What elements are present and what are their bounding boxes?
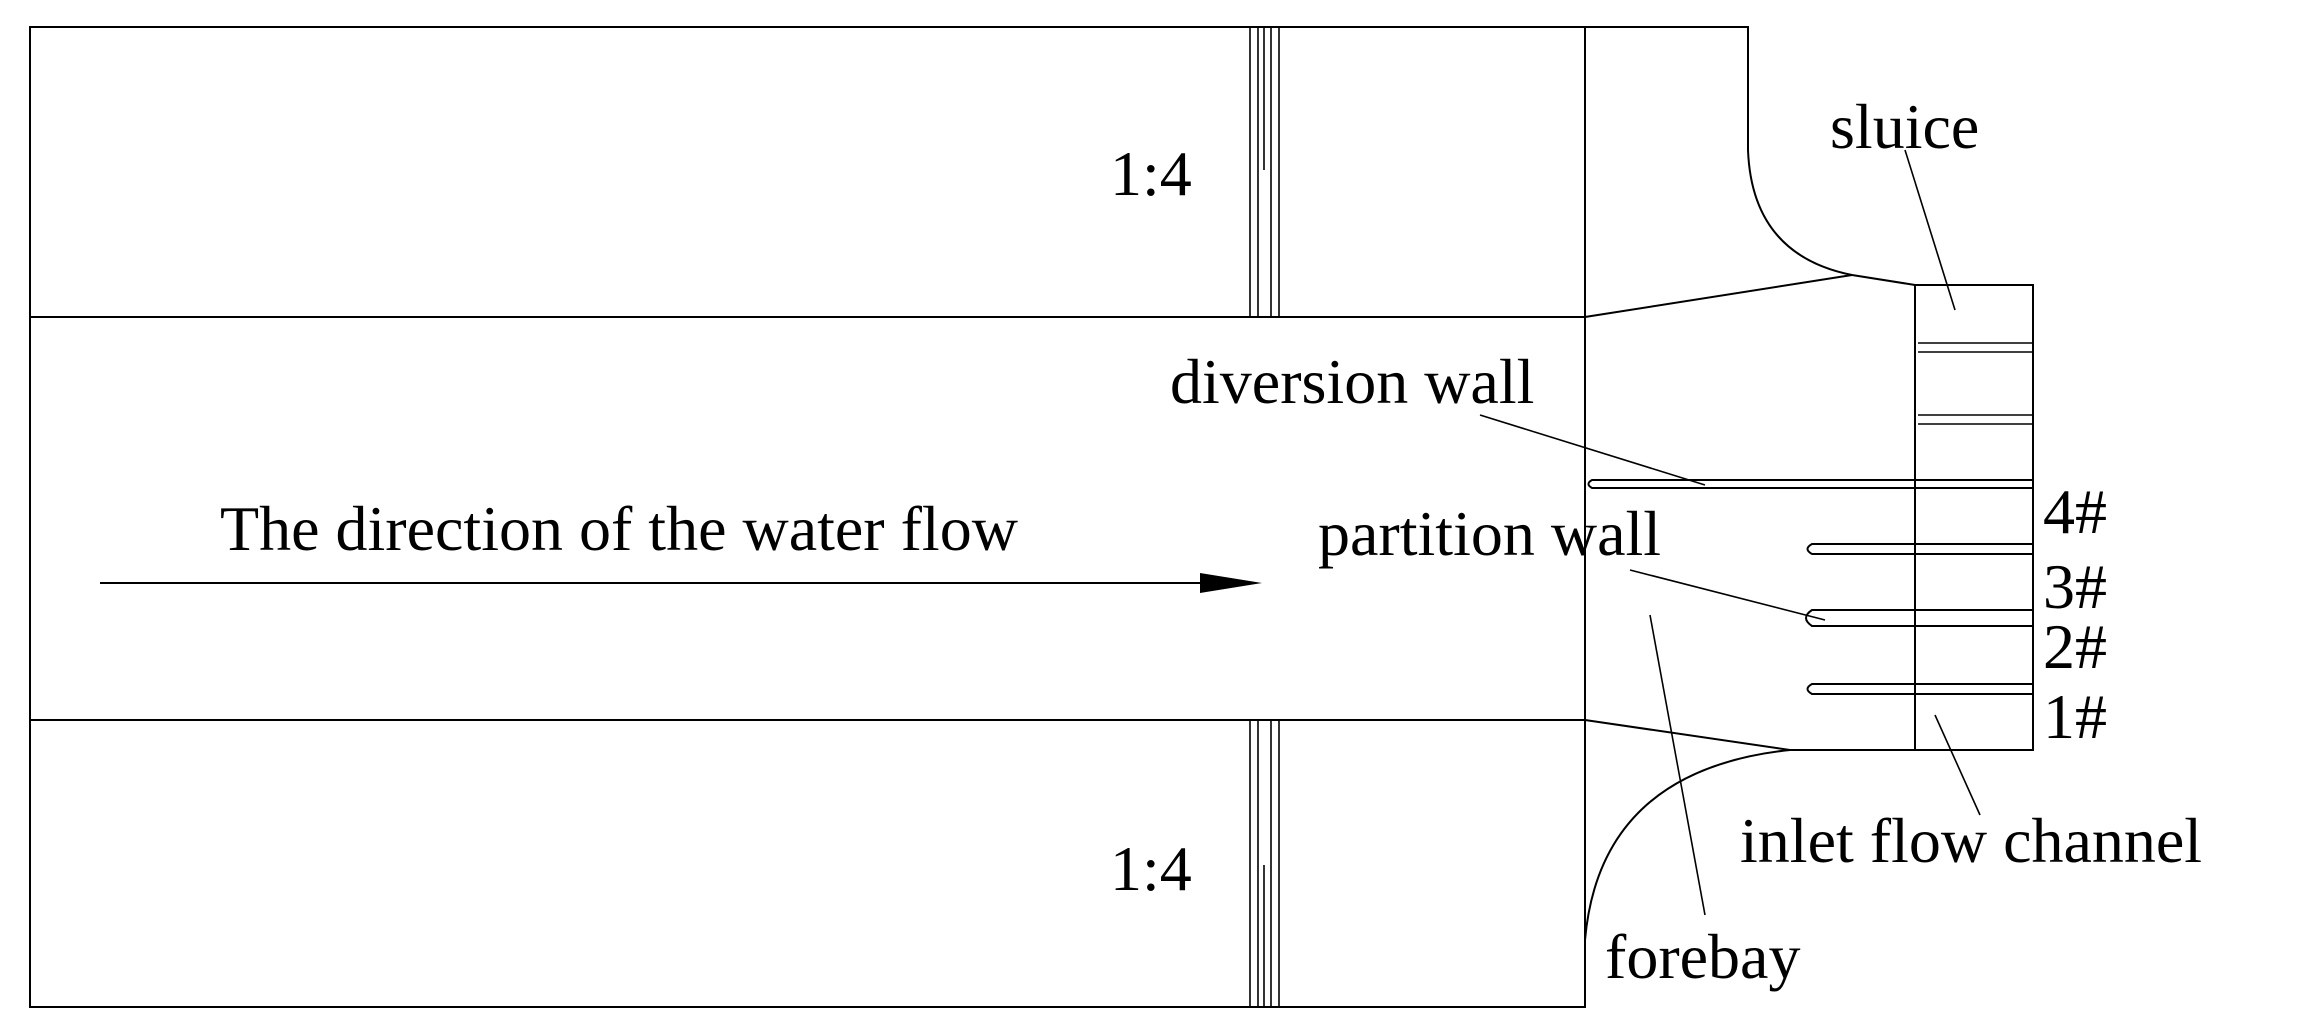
partition-wall-middle <box>1805 609 2033 627</box>
channel-3-label: 3# <box>2043 551 2107 622</box>
channel-1-label: 1# <box>2043 681 2107 752</box>
sluice-label: sluice <box>1830 91 1979 162</box>
channel-4-label: 4# <box>2043 476 2107 547</box>
flow-direction-arrow <box>100 573 1262 593</box>
slope-mark-bottom <box>1249 720 1280 1007</box>
slope-mark-top <box>1249 27 1280 317</box>
lower-wing-wall <box>1584 749 1791 941</box>
sluice-outline <box>1914 284 2034 751</box>
partition-wall-leader <box>1629 569 1826 621</box>
inlet-channel-leader <box>1934 714 1981 816</box>
flow-direction-label: The direction of the water flow <box>220 493 1018 564</box>
forebay-structure <box>1584 26 1916 941</box>
diversion-wall-leader <box>1479 414 1706 486</box>
slope-label-top: 1:4 <box>1110 138 1192 209</box>
leader-lines <box>1479 149 1981 916</box>
forebay-label: forebay <box>1605 921 1800 992</box>
sluice-block <box>1914 284 2034 751</box>
partition-wall-label: partition wall <box>1318 498 1661 569</box>
channel-2-label: 2# <box>2043 611 2107 682</box>
upper-transition-line <box>1584 274 1853 318</box>
lower-transition-line <box>1584 719 1791 751</box>
channel-outline <box>29 26 1586 1008</box>
inlet-flow-channel-label: inlet flow channel <box>1740 805 2202 876</box>
diversion-wall-shape <box>1587 479 2033 489</box>
approach-channel <box>29 26 1586 1008</box>
partition-wall-lower <box>1806 683 2033 695</box>
partition-walls <box>1805 543 2033 695</box>
sluice-leader <box>1904 149 1956 311</box>
slope-label-bottom: 1:4 <box>1110 833 1192 904</box>
partition-wall-upper <box>1806 543 2033 555</box>
upper-wing-wall <box>1585 26 1916 286</box>
forebay-leader <box>1649 614 1706 916</box>
diversion-wall-label: diversion wall <box>1170 346 1534 417</box>
